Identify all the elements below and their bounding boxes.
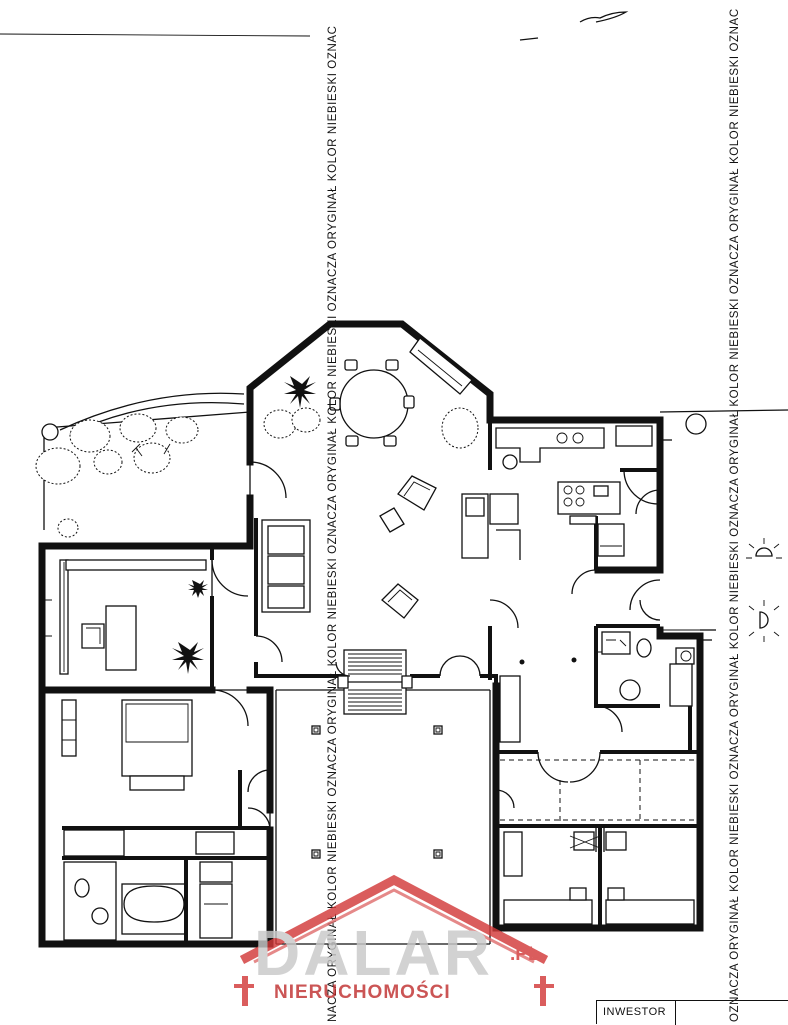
watermark-subtitle: NIERUCHOMOŚCI xyxy=(274,982,451,1003)
stamp-text-right: OZNACZA ORYGINAŁ KOLOR NIEBIESKI OZNACZA… xyxy=(729,8,741,1022)
bathroom xyxy=(63,861,233,941)
scan-marks xyxy=(0,11,629,41)
garden-pergola xyxy=(35,392,251,538)
office xyxy=(42,559,208,675)
watermark-suffix: .PL xyxy=(510,944,540,965)
kitchen xyxy=(495,425,653,557)
investor-label: INWESTOR xyxy=(603,1006,667,1018)
terrace xyxy=(269,689,491,945)
living-furniture xyxy=(261,337,577,665)
exterior-details xyxy=(659,409,788,642)
bedroom xyxy=(61,699,235,857)
watermark-brand: DALAR xyxy=(254,917,493,989)
staircase xyxy=(337,649,413,715)
title-block: INWESTOR xyxy=(596,1000,788,1025)
doors xyxy=(211,461,661,831)
title-block-divider xyxy=(675,1001,676,1025)
dalar-watermark: DALAR .PL NIERUCHOMOŚCI xyxy=(222,872,566,1012)
service-zone xyxy=(499,629,700,925)
watermark-roof-icon xyxy=(234,874,554,1006)
